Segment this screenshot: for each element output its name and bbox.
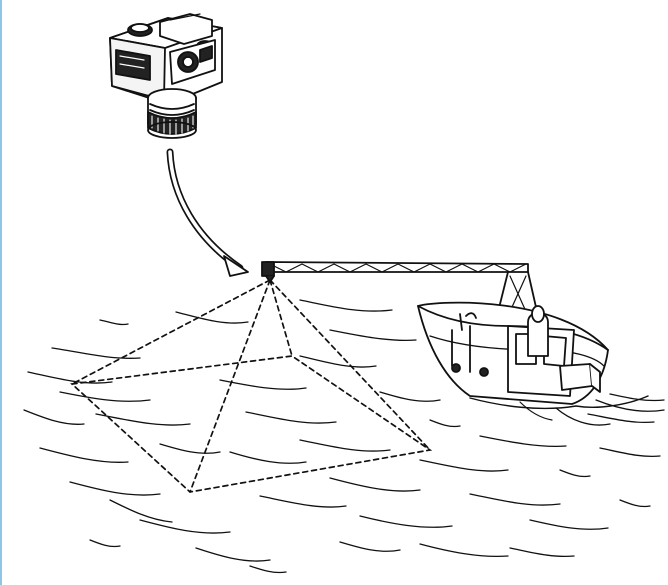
arrow-icon xyxy=(170,152,248,276)
camera-icon xyxy=(110,0,222,138)
boat-icon xyxy=(262,262,664,425)
